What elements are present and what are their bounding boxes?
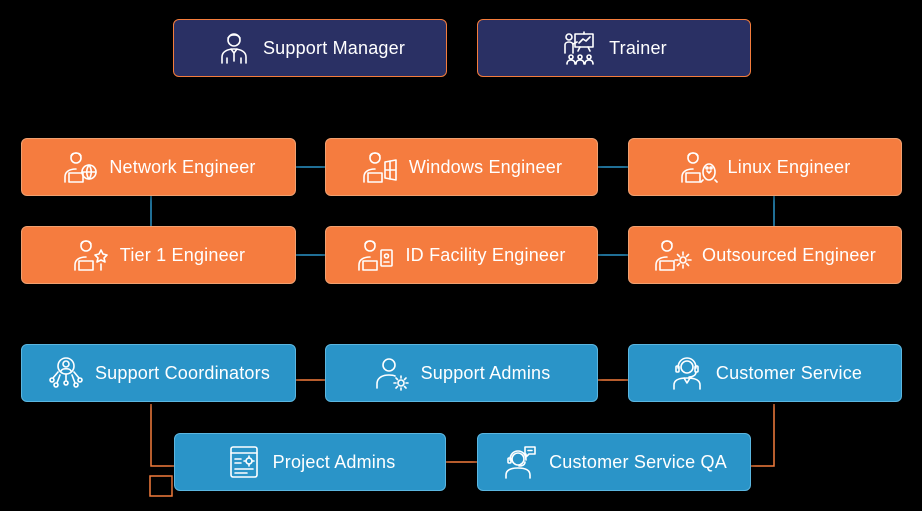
node-network-engineer[interactable]: Network Engineer (21, 138, 296, 196)
node-label: Support Manager (262, 37, 406, 58)
node-label: Windows Engineer (408, 156, 563, 177)
connector-customerservice-csqa (751, 404, 775, 467)
tier1-engineer-icon (72, 236, 110, 274)
connector-corner-mark (149, 475, 173, 497)
project-document-icon (225, 443, 263, 481)
node-label: Network Engineer (109, 156, 256, 177)
id-facility-engineer-icon (357, 236, 395, 274)
node-label: Support Admins (420, 362, 551, 383)
manager-icon (215, 29, 253, 67)
node-outsourced-engineer[interactable]: Outsourced Engineer (628, 226, 902, 284)
node-windows-engineer[interactable]: Windows Engineer (325, 138, 598, 196)
node-support-coordinators[interactable]: Support Coordinators (21, 344, 296, 402)
node-linux-engineer[interactable]: Linux Engineer (628, 138, 902, 196)
node-customer-service-qa[interactable]: Customer Service QA (477, 433, 751, 491)
headset-agent-icon (668, 354, 706, 392)
node-label: Tier 1 Engineer (119, 244, 246, 265)
trainer-presentation-icon (561, 29, 599, 67)
node-tier1-engineer[interactable]: Tier 1 Engineer (21, 226, 296, 284)
node-label: Customer Service (715, 362, 863, 383)
coordinator-network-icon (47, 354, 85, 392)
node-label: Support Coordinators (94, 362, 271, 383)
node-label: Project Admins (272, 451, 396, 472)
network-engineer-icon (61, 148, 99, 186)
node-label: Customer Service QA (549, 451, 727, 472)
linux-engineer-icon (680, 148, 718, 186)
node-support-admins[interactable]: Support Admins (325, 344, 598, 402)
node-trainer[interactable]: Trainer (477, 19, 751, 77)
customer-service-qa-icon (501, 443, 539, 481)
node-label: ID Facility Engineer (405, 244, 566, 265)
node-label: Outsourced Engineer (702, 244, 876, 265)
node-project-admins[interactable]: Project Admins (174, 433, 446, 491)
node-label: Linux Engineer (727, 156, 851, 177)
outsourced-engineer-icon (654, 236, 692, 274)
node-customer-service[interactable]: Customer Service (628, 344, 902, 402)
connector-coordinators-projectadmins (150, 404, 174, 467)
node-label: Trainer (609, 37, 667, 58)
windows-engineer-icon (361, 148, 399, 186)
node-id-facility-engineer[interactable]: ID Facility Engineer (325, 226, 598, 284)
admin-gear-icon (373, 354, 411, 392)
node-support-manager[interactable]: Support Manager (173, 19, 447, 77)
